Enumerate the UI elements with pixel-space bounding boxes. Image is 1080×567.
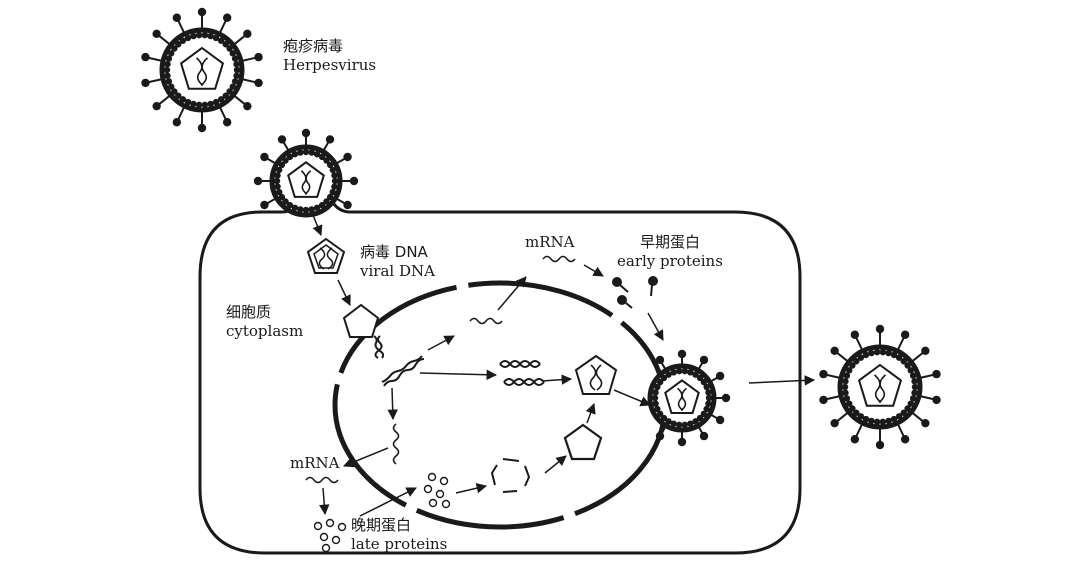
mrna-icon	[542, 255, 576, 263]
dna-helix-icon	[499, 360, 545, 386]
mrna-early-label: mRNA	[525, 233, 574, 252]
virion-icon	[253, 128, 359, 218]
cytoplasm-label: 细胞质 cytoplasm	[226, 303, 303, 341]
dna-helix-icon	[374, 335, 383, 359]
early-proteins-label: 早期蛋白 early proteins	[617, 233, 723, 271]
capsid-icon	[574, 354, 618, 395]
virion-icon	[647, 349, 731, 447]
cytoplasm-label-en: cytoplasm	[226, 322, 304, 340]
mrna-icon	[392, 423, 400, 465]
capsid-icon	[342, 303, 380, 338]
early-proteins-label-en: early proteins	[617, 252, 723, 270]
arrow-icon	[310, 209, 816, 517]
capsid-fragments-icon	[490, 458, 531, 493]
virion-icon	[141, 7, 263, 133]
dna-helix-icon	[381, 355, 425, 387]
mrna-icon	[305, 476, 339, 484]
viral-dna-label-zh: 病毒 DNA	[360, 243, 428, 261]
mrna-early-text: mRNA	[525, 233, 575, 251]
herpesvirus-label: 疱疹病毒 Herpesvirus	[283, 37, 376, 75]
protein-icon	[612, 276, 658, 309]
cytoplasm-label-zh: 细胞质	[226, 303, 272, 321]
mrna-late-text: mRNA	[290, 454, 340, 472]
herpesvirus-label-en: Herpesvirus	[283, 56, 377, 74]
late-proteins-label: 晚期蛋白 late proteins	[351, 516, 447, 554]
dna-helix-icon	[373, 335, 385, 359]
capsid-icon	[306, 237, 346, 274]
viral-dna-label: 病毒 DNA viral DNA	[360, 243, 435, 281]
viral-dna-label-en: viral DNA	[360, 262, 435, 280]
late-proteins-label-en: late proteins	[351, 535, 448, 553]
herpesvirus-label-zh: 疱疹病毒	[283, 37, 344, 55]
protein-icon	[313, 472, 451, 553]
virion-icon	[819, 324, 941, 450]
mrna-late-label: mRNA	[290, 454, 339, 473]
nucleus-membrane	[332, 280, 668, 530]
early-proteins-label-zh: 早期蛋白	[639, 233, 700, 251]
late-proteins-label-zh: 晚期蛋白	[351, 516, 412, 534]
mrna-icon	[469, 317, 503, 325]
capsid-icon	[563, 423, 603, 461]
